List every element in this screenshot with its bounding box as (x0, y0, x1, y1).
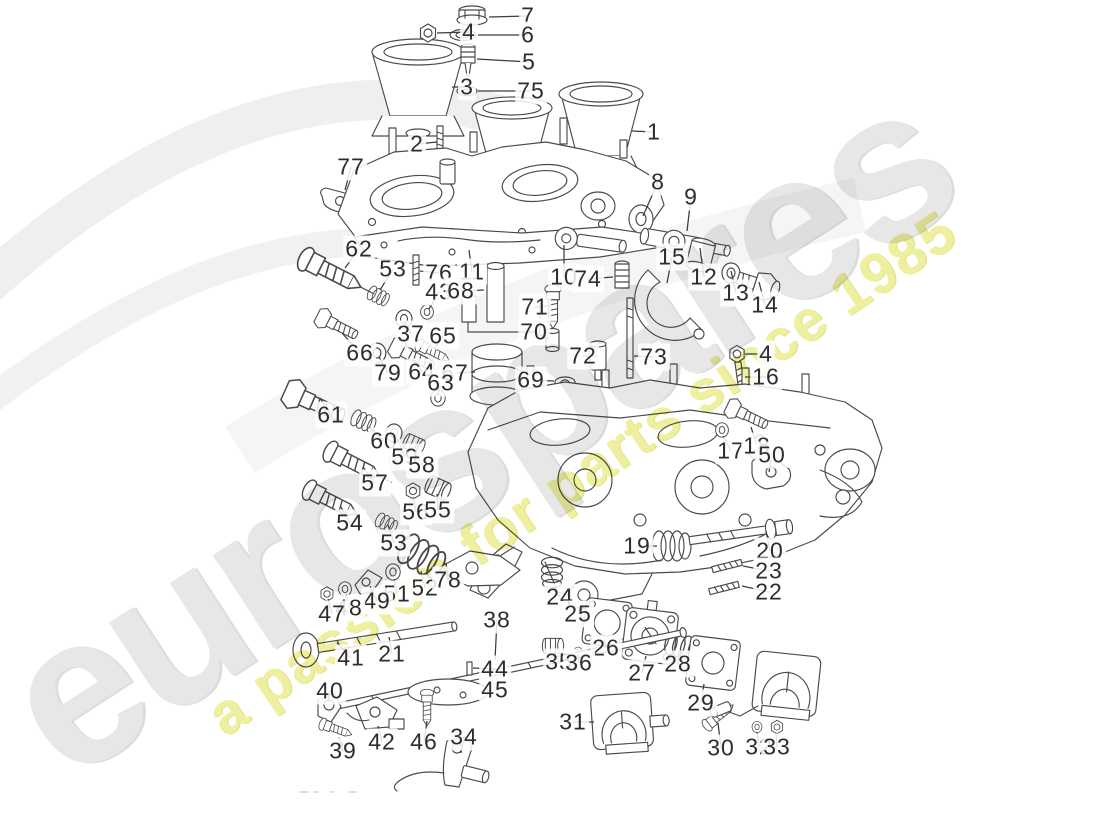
callout-54: 54 (334, 509, 366, 537)
callout-78: 78 (432, 566, 464, 594)
callout-2: 2 (408, 130, 426, 158)
callout-53: 53 (377, 255, 409, 283)
callout-15: 15 (656, 243, 688, 271)
callout-50: 50 (756, 441, 788, 469)
callout-31: 31 (557, 708, 589, 736)
callout-73: 73 (638, 343, 670, 371)
callout-55: 55 (422, 496, 454, 524)
callout-75: 75 (515, 77, 547, 105)
callout-9: 9 (682, 183, 700, 211)
callout-4: 4 (460, 18, 478, 46)
callout-4: 4 (757, 340, 775, 368)
callout-1: 1 (645, 118, 663, 146)
callout-27: 27 (626, 659, 658, 687)
callout-62: 62 (343, 235, 375, 263)
callout-68: 68 (445, 277, 477, 305)
callout-37: 37 (395, 320, 427, 348)
callout-39: 39 (327, 737, 359, 765)
callout-13: 13 (720, 279, 752, 307)
callout-49: 49 (361, 587, 393, 615)
callout-5: 5 (520, 48, 538, 76)
callout-12: 12 (688, 263, 720, 291)
callout-45: 45 (479, 676, 511, 704)
callout-63: 63 (425, 369, 457, 397)
callout-19: 19 (621, 532, 653, 560)
pump-housings (590, 650, 822, 755)
callout-8: 8 (649, 168, 667, 196)
callout-3: 3 (458, 73, 476, 101)
callout-16: 16 (750, 363, 782, 391)
callout-34: 34 (448, 723, 480, 751)
callout-36: 36 (563, 649, 595, 677)
callout-65: 65 (427, 322, 459, 350)
callout-41: 41 (335, 644, 367, 672)
top-cover (337, 117, 665, 253)
callout-17: 17 (715, 437, 747, 465)
callout-28: 28 (662, 650, 694, 678)
callout-21: 21 (376, 640, 408, 668)
callout-74: 74 (572, 265, 604, 293)
callout-33: 33 (761, 733, 793, 761)
callout-79: 79 (372, 359, 404, 387)
callout-40: 40 (314, 677, 346, 705)
callout-42: 42 (366, 728, 398, 756)
callout-71: 71 (519, 293, 551, 321)
callout-6: 6 (519, 21, 537, 49)
callout-69: 69 (515, 366, 547, 394)
callout-61: 61 (315, 401, 347, 429)
callout-38: 38 (481, 606, 513, 634)
callout-66: 66 (344, 339, 376, 367)
callout-58: 58 (406, 451, 438, 479)
callout-14: 14 (749, 291, 781, 319)
callout-22: 22 (753, 578, 785, 606)
callout-77: 77 (335, 153, 367, 181)
callout-72: 72 (567, 342, 599, 370)
callout-30: 30 (705, 734, 737, 762)
callout-46: 46 (408, 728, 440, 756)
callout-24: 24 (544, 583, 576, 611)
callout-25: 25 (562, 600, 594, 628)
callout-26: 26 (590, 634, 622, 662)
callout-70: 70 (518, 318, 550, 346)
parts-diagram-stage: eurospares a passion for parts since 198… (0, 2, 991, 822)
callout-47: 47 (316, 600, 348, 628)
callout-29: 29 (685, 689, 717, 717)
callout-53: 53 (378, 529, 410, 557)
callout-57: 57 (359, 469, 391, 497)
pump-diaphragm-parts (540, 556, 784, 735)
